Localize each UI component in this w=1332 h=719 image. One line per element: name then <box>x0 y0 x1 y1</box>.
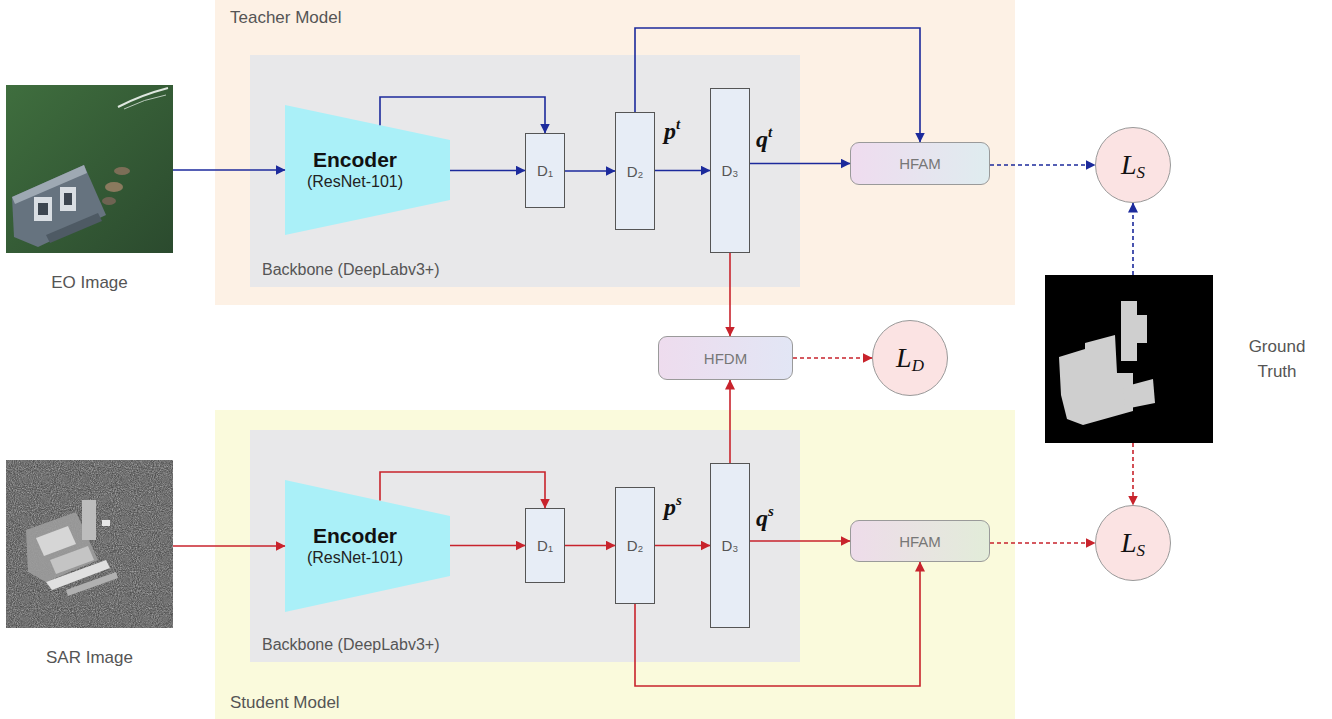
encoder-subtitle: (ResNet-101) <box>307 172 403 193</box>
encoder-text: Encoder(ResNet-101) <box>285 105 425 235</box>
connector <box>750 540 850 542</box>
loss-subscript: D <box>912 356 924 376</box>
image-label: SAR Image <box>6 648 173 668</box>
decoder-box: D₁ <box>525 508 565 583</box>
loss-subscript: S <box>1137 163 1146 183</box>
feature-superscript: s <box>768 503 774 520</box>
feature-label: pt <box>664 118 680 145</box>
image-panel: Ground Truth <box>1045 275 1213 443</box>
module-label: HFAM <box>899 533 941 550</box>
decoder-label: D₃ <box>722 537 739 554</box>
image-panel: SAR Image <box>6 460 173 628</box>
feature-symbol: p <box>664 118 676 144</box>
decoder-box: D₂ <box>615 487 655 604</box>
backbone-label: Backbone (DeepLabv3+) <box>262 636 439 654</box>
connector <box>793 357 872 359</box>
decoder-box: D₁ <box>525 133 565 208</box>
connector <box>750 163 850 165</box>
module-box: HFAM <box>850 142 990 185</box>
connector <box>380 472 545 508</box>
connector <box>655 170 710 172</box>
module-label: HFDM <box>704 350 747 367</box>
feature-superscript: t <box>768 124 772 141</box>
connector <box>990 164 1095 166</box>
backbone-label: Backbone (DeepLabv3+) <box>262 261 439 279</box>
module-box: HFAM <box>850 520 990 562</box>
encoder-trapezoid: Encoder(ResNet-101) <box>285 480 450 612</box>
image-label: EO Image <box>6 273 173 293</box>
panel-title: Teacher Model <box>230 8 342 28</box>
loss-subscript: S <box>1137 541 1146 561</box>
connector <box>173 545 285 547</box>
loss-symbol: L <box>1121 527 1137 559</box>
model-panel: Teacher ModelBackbone (DeepLabv3+) Encode… <box>215 0 1015 305</box>
feature-superscript: t <box>676 116 680 133</box>
connector <box>1132 443 1134 505</box>
decoder-box: D₃ <box>710 88 750 253</box>
decoder-label: D₂ <box>627 163 644 180</box>
connector <box>729 380 731 463</box>
decoder-label: D₂ <box>627 537 644 554</box>
connector <box>1132 203 1134 275</box>
feature-symbol: q <box>756 505 768 531</box>
decoder-label: D₁ <box>537 537 553 554</box>
eo-image-picture <box>6 85 173 253</box>
loss-circle: LD <box>872 320 948 396</box>
feature-superscript: s <box>676 492 682 509</box>
connector <box>565 545 615 547</box>
encoder-title: Encoder <box>313 523 397 548</box>
connector <box>380 97 545 133</box>
encoder-text: Encoder(ResNet-101) <box>285 480 425 612</box>
loss-symbol: L <box>896 342 912 374</box>
connector <box>173 169 285 171</box>
feature-label: ps <box>664 494 682 521</box>
decoder-box: D₃ <box>710 463 750 628</box>
feature-symbol: q <box>756 126 768 152</box>
connector <box>635 562 920 686</box>
loss-symbol: L <box>1121 149 1137 181</box>
decoder-box: D₂ <box>615 112 655 230</box>
connector <box>990 542 1095 544</box>
feature-label: qt <box>756 126 772 153</box>
module-label: HFAM <box>899 155 941 172</box>
decoder-label: D₁ <box>537 162 553 179</box>
connector <box>635 28 920 142</box>
decoder-label: D₃ <box>722 162 739 179</box>
feature-symbol: p <box>664 494 676 520</box>
module-box: HFDM <box>658 336 793 380</box>
loss-circle: LS <box>1095 127 1171 203</box>
model-panel: Student Model Backbone (DeepLabv3+) Encode… <box>215 410 1015 719</box>
encoder-title: Encoder <box>313 147 397 172</box>
connector <box>655 545 710 547</box>
loss-circle: LS <box>1095 505 1171 581</box>
connector <box>450 545 525 547</box>
image-label: Ground Truth <box>1233 335 1321 384</box>
feature-label: qs <box>756 505 774 532</box>
connector <box>565 170 615 172</box>
ground-truth-mask <box>1045 275 1213 443</box>
encoder-subtitle: (ResNet-101) <box>307 548 403 569</box>
encoder-trapezoid: Encoder(ResNet-101) <box>285 105 450 235</box>
sar-image-picture <box>6 460 173 628</box>
image-panel: EO Image <box>6 85 173 253</box>
connector <box>729 253 731 336</box>
connector <box>450 170 525 172</box>
panel-title: Student Model <box>230 693 340 713</box>
